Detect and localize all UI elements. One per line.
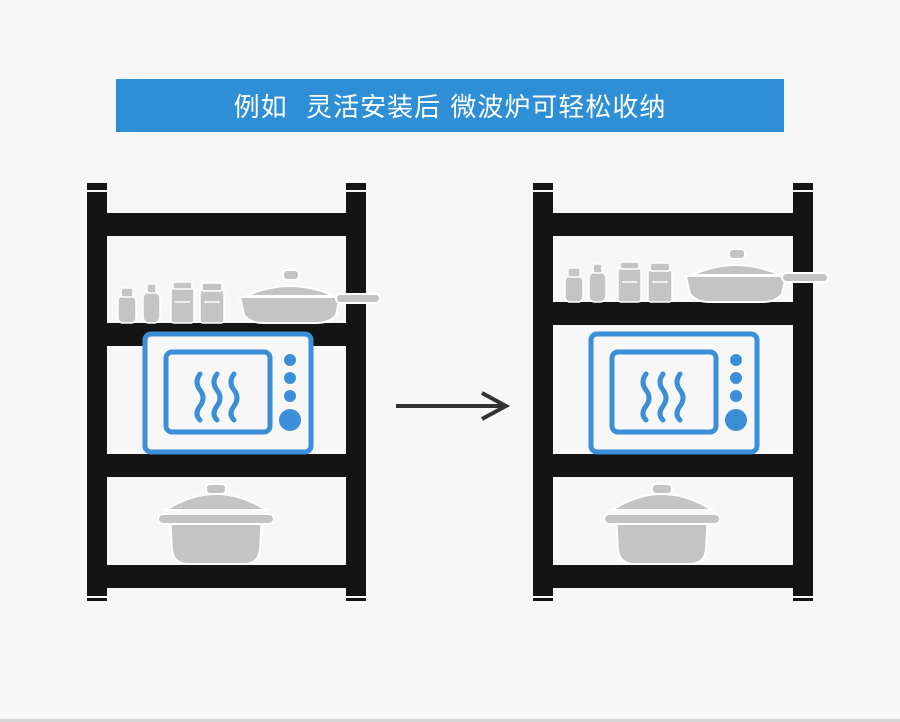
bottom-divider <box>0 719 900 722</box>
frying-pan-icon <box>684 248 829 303</box>
condiment-bottles-icon <box>564 261 673 303</box>
headline-text: 例如 灵活安装后 微波炉可轻松收纳 <box>233 93 667 123</box>
shelf-post-right <box>346 183 366 601</box>
shelf-rack-after <box>533 183 813 601</box>
shelf-post-left <box>87 183 107 601</box>
shelf-board-1 <box>87 213 366 236</box>
microwave-icon <box>588 331 760 455</box>
shelf-post-left <box>533 183 553 601</box>
shelf-board-1 <box>533 213 813 236</box>
frying-pan-icon <box>238 269 381 324</box>
shelf-board-3 <box>87 454 366 477</box>
microwave-icon <box>142 331 314 455</box>
shelf-board-4 <box>533 565 813 588</box>
shelf-board-2 <box>533 302 813 325</box>
rice-cooker-icon <box>157 483 275 565</box>
headline-banner: 例如 灵活安装后 微波炉可轻松收纳 <box>116 79 784 132</box>
shelf-post-right <box>793 183 813 601</box>
rice-cooker-icon <box>603 483 721 565</box>
shelf-board-4 <box>87 565 366 588</box>
condiment-bottles-icon <box>117 281 225 324</box>
shelf-board-3 <box>533 454 813 477</box>
